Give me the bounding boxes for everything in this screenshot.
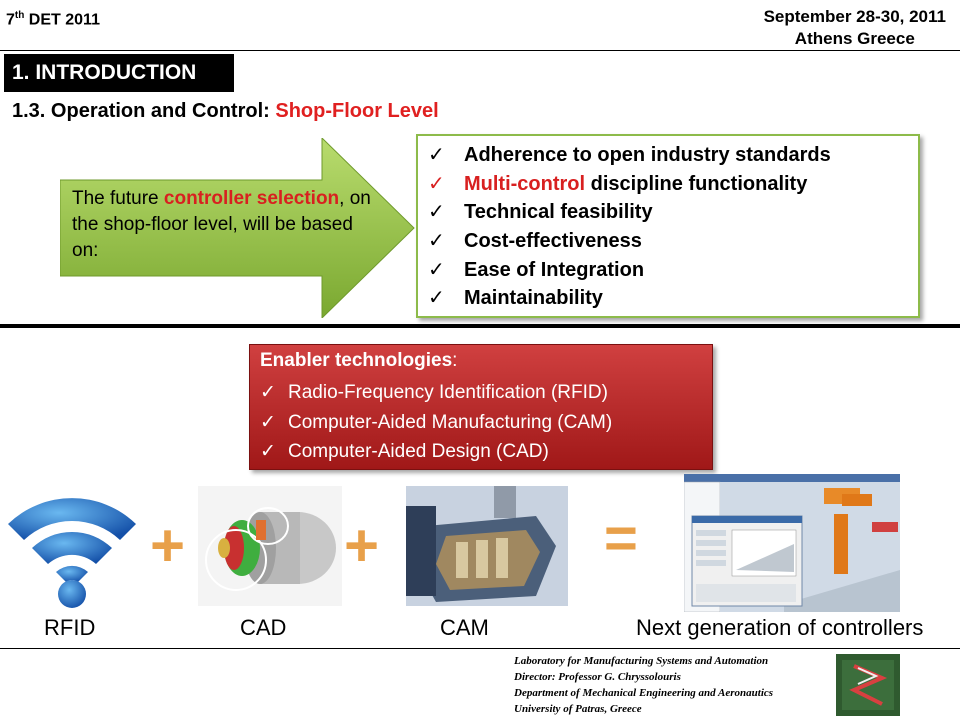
controller-software-image — [684, 474, 900, 612]
caption-rfid: RFID — [44, 615, 96, 640]
cam-machining-image — [406, 486, 568, 606]
lab-department: Department of Mechanical Engineering and… — [514, 687, 774, 699]
enabler-box: Enabler technologies: ✓Radio-Frequency I… — [249, 344, 713, 470]
check-icon: ✓ — [428, 230, 445, 252]
cad-model-image — [198, 486, 342, 606]
check-icon: ✓ — [428, 144, 445, 166]
arrow-text: The future controller selection, on the … — [72, 188, 371, 261]
lab-info: Laboratory for Manufacturing Systems and… — [514, 653, 773, 717]
enabler-item: ✓Computer-Aided Design (CAD) — [260, 441, 549, 462]
enabler-item: ✓Radio-Frequency Identification (RFID) — [260, 382, 608, 403]
criteria-item: ✓Cost-effectiveness — [428, 227, 642, 256]
check-icon: ✓ — [428, 259, 445, 281]
wifi-icon — [8, 498, 136, 608]
header-divider — [0, 50, 960, 51]
check-icon: ✓ — [260, 412, 276, 433]
conference-date-place: September 28-30, 2011 Athens Greece — [764, 6, 946, 50]
criteria-item: ✓Technical feasibility — [428, 198, 653, 227]
footer-divider — [0, 648, 960, 649]
section-label: 1. INTRODUCTION — [4, 54, 234, 92]
caption-cad: CAD — [240, 615, 287, 640]
caption-cam: CAM — [440, 615, 489, 640]
green-arrow-shape — [60, 138, 415, 318]
criteria-box: ✓Adherence to open industry standards ✓M… — [416, 134, 920, 318]
equals-icon: = — [604, 506, 638, 571]
slide-subtitle: 1.3. Operation and Control: Shop-Floor L… — [12, 100, 439, 122]
criteria-item: ✓Multi-control discipline functionality — [428, 170, 807, 199]
enabler-item: ✓Computer-Aided Manufacturing (CAM) — [260, 412, 613, 433]
enabler-title: Enabler technologies: — [260, 350, 458, 371]
check-icon: ✓ — [260, 441, 276, 462]
lab-university: University of Patras, Greece — [514, 703, 642, 715]
conference-dates: September 28-30, 2011 — [763, 7, 946, 26]
check-icon: ✓ — [428, 201, 445, 223]
criteria-item: ✓Maintainability — [428, 284, 603, 313]
check-icon: ✓ — [428, 287, 445, 309]
criteria-item: ✓Ease of Integration — [428, 256, 644, 285]
check-icon: ✓ — [428, 173, 445, 195]
plus-icon: + — [150, 512, 186, 579]
caption-next-generation: Next generation of controllers — [636, 615, 924, 640]
lab-director: Director: Professor G. Chryssolouris — [514, 671, 681, 683]
check-icon: ✓ — [260, 382, 276, 403]
criteria-item: ✓Adherence to open industry standards — [428, 141, 831, 170]
conference-place: Athens Greece — [794, 29, 915, 48]
lab-name: Laboratory for Manufacturing Systems and… — [514, 655, 769, 667]
plus-icon: + — [344, 512, 380, 579]
section-divider — [0, 324, 960, 328]
conference-title: 7th DET 2011 — [6, 10, 100, 29]
lab-logo — [836, 654, 900, 716]
